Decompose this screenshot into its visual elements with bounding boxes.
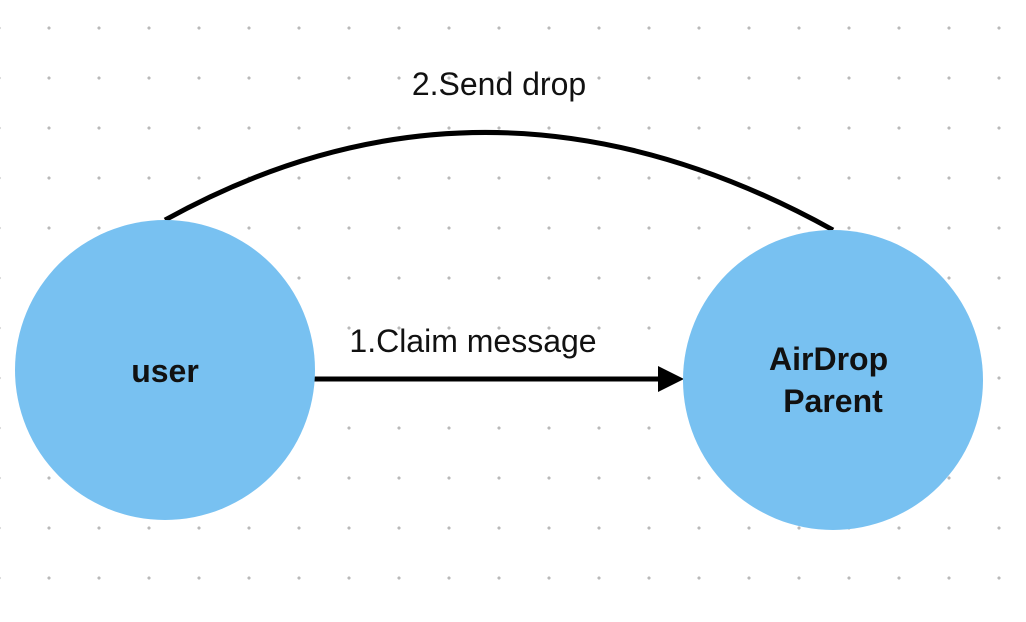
send-drop-label: 2.Send drop	[412, 66, 586, 102]
claim-message-arrowhead	[658, 366, 684, 392]
airdrop-parent-label-line1: AirDrop	[769, 341, 888, 377]
user-node-label: user	[131, 353, 199, 389]
user-node-circle	[15, 220, 315, 520]
claim-message-label: 1.Claim message	[349, 323, 596, 359]
airdrop-parent-label-line2: Parent	[783, 383, 883, 419]
airdrop-parent-label: AirDrop Parent	[769, 341, 897, 419]
airdrop-parent-node[interactable]: AirDrop Parent	[683, 230, 983, 530]
airdrop-parent-node-circle	[683, 230, 983, 530]
send-drop-edge	[163, 130, 835, 233]
user-node[interactable]: user	[15, 220, 315, 520]
